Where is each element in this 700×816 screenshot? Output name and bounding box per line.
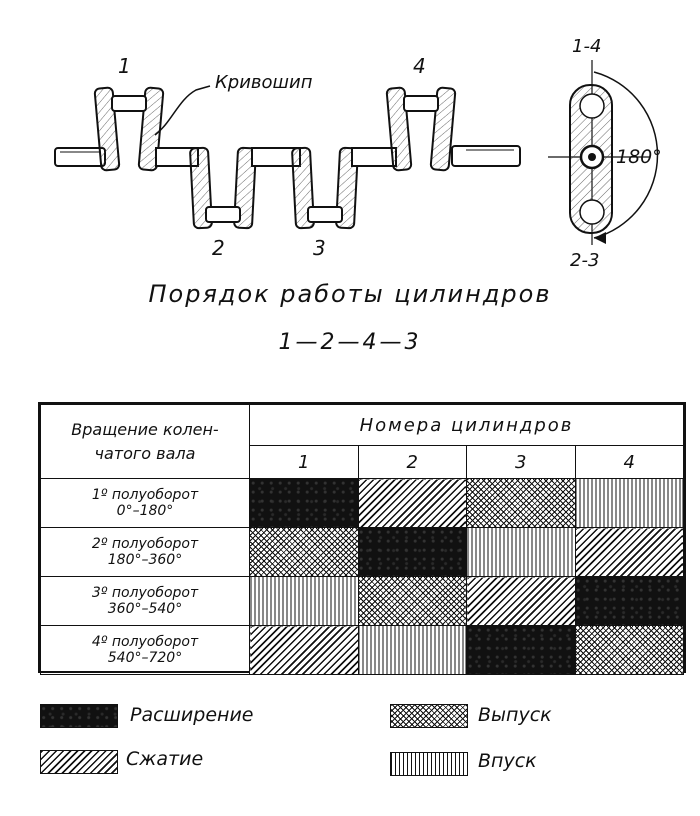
phase-cell <box>249 478 359 528</box>
main-journal-3-4 <box>351 147 397 167</box>
phase-cell <box>466 478 576 528</box>
rotation-header-line2: чатого вала <box>94 443 196 463</box>
legend-label-compression: Сжатие <box>126 748 204 770</box>
phase-cell <box>574 625 684 675</box>
phase-cell <box>357 478 467 528</box>
crank-number-1: 1 <box>118 54 131 78</box>
legend-label-exhaust: Выпуск <box>478 704 552 726</box>
legend-swatch-expansion <box>40 704 118 728</box>
crank-throw-1 <box>93 86 165 172</box>
crankshaft-diagram <box>54 60 659 245</box>
table-row: 1º полуоборот 0°–180° <box>40 478 684 528</box>
firing-table: Вращение колен- чатого вала Номера цилин… <box>38 402 686 675</box>
crank-throw-2 <box>189 146 257 230</box>
crank-label: Кривошип <box>215 72 313 93</box>
phase-cell <box>357 527 467 577</box>
phase-cell <box>249 625 359 675</box>
angle-label: 180° <box>616 146 662 168</box>
cylinder-number: 4 <box>574 445 684 479</box>
legend-swatch-intake <box>390 752 468 776</box>
row-label-line2: 360°–540° <box>107 601 183 617</box>
row-label: 4º полуоборот 540°–720° <box>40 625 250 675</box>
legend-swatch-exhaust <box>390 704 468 728</box>
legend-label-intake: Впуск <box>478 750 537 772</box>
row-label: 1º полуоборот 0°–180° <box>40 478 250 528</box>
phase-cell <box>466 625 576 675</box>
legend-swatch-compression <box>40 750 118 774</box>
rotation-header: Вращение колен- чатого вала <box>40 404 250 479</box>
table-row: 3º полуоборот 360°–540° <box>40 576 684 626</box>
crank-leader-line <box>154 85 211 136</box>
page-title: Порядок работы цилиндров <box>148 280 552 308</box>
main-journal-right <box>451 145 521 167</box>
phase-cell <box>574 527 684 577</box>
crank-number-3: 3 <box>313 236 326 260</box>
firing-order: 1—2—4—3 <box>278 330 422 355</box>
phase-cell <box>249 527 359 577</box>
side-top-label: 1-4 <box>572 36 602 57</box>
crank-throw-4 <box>385 86 457 172</box>
crank-number-2: 2 <box>212 236 225 260</box>
firing-table-grid: Вращение колен- чатого вала Номера цилин… <box>40 404 684 675</box>
phase-cell <box>249 576 359 626</box>
table-row: 4º полуоборот 540°–720° <box>40 625 684 675</box>
legend-label-expansion: Расширение <box>130 704 254 726</box>
row-label-line2: 540°–720° <box>107 650 183 666</box>
row-label: 2º полуоборот 180°–360° <box>40 527 250 577</box>
cylinders-header: Номера цилиндров <box>249 404 684 446</box>
row-label-line2: 0°–180° <box>116 503 174 519</box>
row-label-line2: 180°–360° <box>107 552 183 568</box>
row-label-line1: 2º полуоборот <box>91 536 199 552</box>
crank-throw-3 <box>291 146 359 230</box>
side-view <box>548 60 659 245</box>
main-journal-left <box>54 147 106 167</box>
row-label-line1: 4º полуоборот <box>91 634 199 650</box>
row-label-line1: 3º полуоборот <box>91 585 199 601</box>
cylinder-number: 1 <box>249 445 359 479</box>
side-bottom-label: 2-3 <box>570 250 600 271</box>
row-label-line1: 1º полуоборот <box>91 487 199 503</box>
crank-number-4: 4 <box>413 54 426 78</box>
rotation-header-line1: Вращение колен- <box>71 419 219 439</box>
phase-cell <box>574 576 684 626</box>
phase-cell <box>466 527 576 577</box>
row-label: 3º полуоборот 360°–540° <box>40 576 250 626</box>
phase-cell <box>574 478 684 528</box>
phase-cell <box>466 576 576 626</box>
phase-cell <box>357 625 467 675</box>
cylinder-number: 3 <box>466 445 576 479</box>
table-row: 2º полуоборот 180°–360° <box>40 527 684 577</box>
cylinder-number: 2 <box>357 445 467 479</box>
phase-cell <box>357 576 467 626</box>
